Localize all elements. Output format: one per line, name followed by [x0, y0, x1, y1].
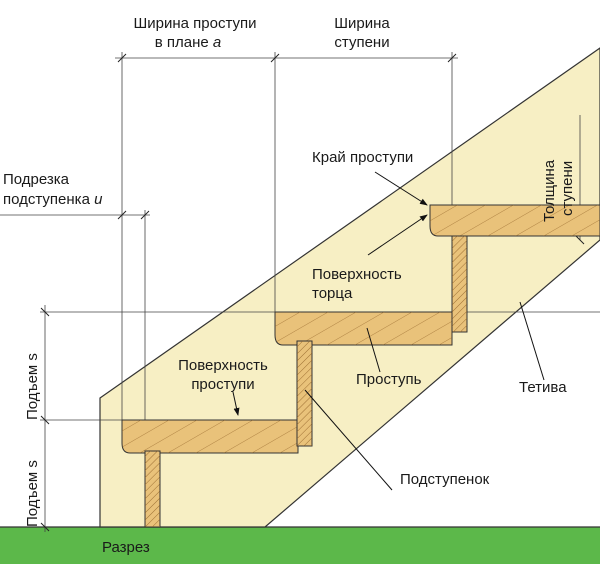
label-section: Разрез — [102, 539, 150, 556]
label-riser: Подступенок — [400, 471, 490, 488]
svg-text:подступенка u: подступенка u — [3, 191, 103, 208]
label-nosing: Край проступи — [312, 149, 413, 166]
svg-text:ступени: ступени — [559, 161, 576, 216]
label-tread: Проступь — [356, 371, 422, 388]
label-stringer: Тетива — [519, 379, 567, 396]
label-end-surface: Поверхность — [312, 266, 402, 283]
risers — [144, 235, 468, 528]
ground — [0, 527, 600, 564]
stringer — [99, 47, 600, 528]
svg-text:в плане a: в плане a — [155, 34, 222, 51]
label-tread-surface: Поверхность — [178, 357, 268, 374]
svg-text:ступени: ступени — [334, 34, 389, 51]
label-tread-width-plan: Ширина проступи — [134, 15, 257, 32]
label-rise-lower: Подъем s — [24, 460, 41, 527]
label-riser-cut: Подрезка — [3, 171, 70, 188]
label-step-width: Ширина — [334, 15, 390, 32]
leader-lines — [232, 171, 545, 491]
svg-text:торца: торца — [312, 285, 353, 302]
dimension-ticks — [40, 53, 585, 532]
labels: Ширина проступи в плане a Ширина ступени… — [3, 15, 576, 556]
treads — [121, 204, 600, 454]
svg-text:проступи: проступи — [191, 376, 254, 393]
label-step-thickness: Толщина — [541, 159, 558, 222]
label-rise-upper: Подъем s — [24, 353, 41, 420]
